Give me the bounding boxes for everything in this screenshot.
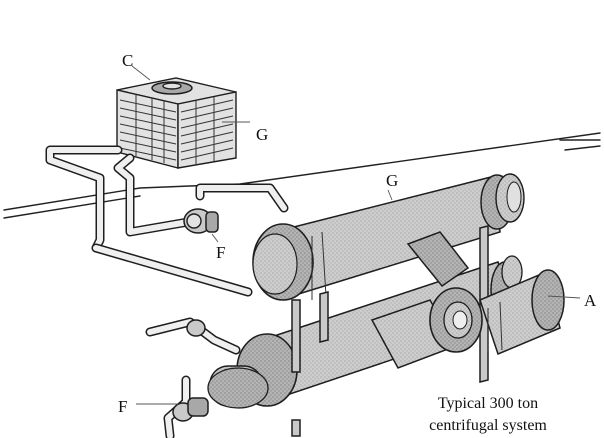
- roof-outline: [3, 132, 601, 219]
- label-c: C: [122, 51, 133, 70]
- lower-pump: [145, 317, 241, 438]
- caption-line-1: Typical 300 ton: [438, 395, 538, 412]
- upper-pump: [183, 208, 219, 234]
- condenser-shell: [252, 173, 525, 301]
- centrifugal-compressor: [370, 231, 565, 369]
- label-f-upper: F: [216, 243, 225, 262]
- label-g-pipe: G: [386, 171, 398, 190]
- cooling-tower: [116, 77, 237, 169]
- caption-line-2: centrifugal system: [429, 417, 547, 434]
- label-g-tower: G: [256, 125, 268, 144]
- label-f-lower: F: [118, 397, 127, 416]
- tower-louvers: [119, 95, 234, 165]
- water-piping: [45, 145, 289, 297]
- label-a: A: [584, 291, 597, 310]
- leader-lines: [131, 65, 581, 405]
